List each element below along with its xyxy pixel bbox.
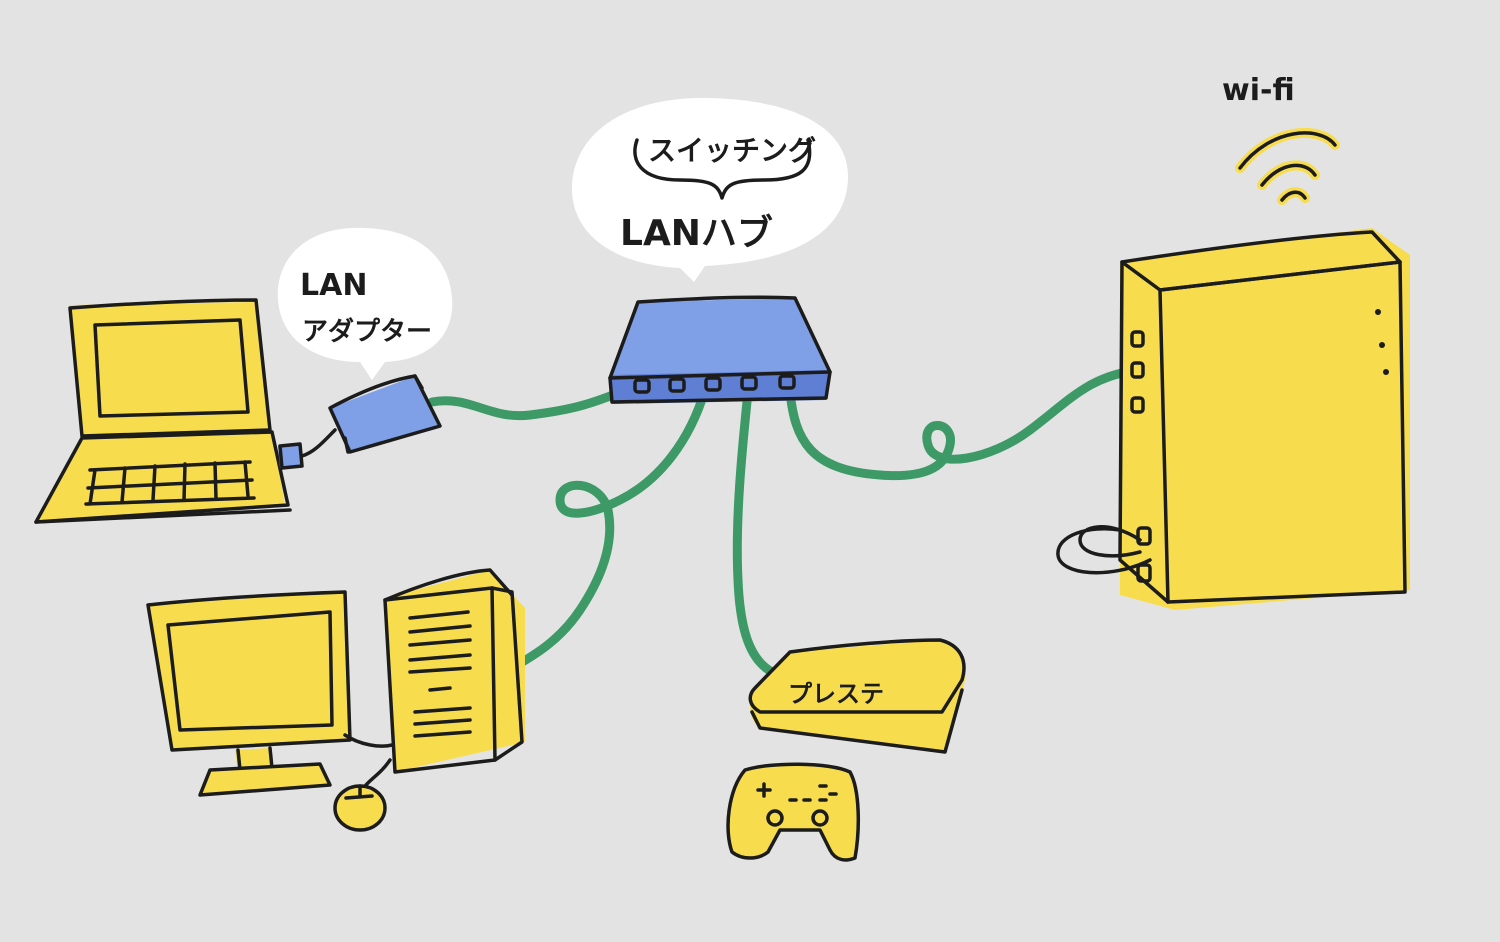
controller-outline (726, 762, 861, 862)
tower-button (428, 686, 452, 692)
wifi-router (1056, 228, 1410, 610)
monitor-screen (166, 610, 334, 732)
router-led-2 (1379, 342, 1385, 348)
hub-ports (633, 374, 796, 394)
laptop-base-outline (34, 430, 290, 524)
lan-adapter-outline (328, 374, 442, 454)
controller-left-stick (766, 809, 784, 827)
console-top-outline (748, 638, 966, 714)
laptop (34, 298, 337, 524)
laptop-lid-outline (68, 298, 272, 438)
lan-hub (608, 295, 832, 404)
router-led-1 (1375, 309, 1381, 315)
wifi-arc-inner (1280, 190, 1307, 202)
router-top-outline (1120, 230, 1402, 292)
laptop-base-edge (34, 508, 292, 524)
hub-top (610, 298, 830, 378)
adapter-speech-bubble: LAN アダプター (277, 227, 453, 380)
laptop-keyboard (84, 460, 256, 506)
playstation: プレステ (748, 638, 966, 754)
console-fill (750, 640, 966, 752)
router-fill (1120, 228, 1410, 610)
hub-bubble-shape (571, 97, 849, 282)
lan-hub-label: LANハブ (620, 212, 773, 254)
router-power-cable (1056, 525, 1152, 575)
tower-drive-slots (408, 610, 472, 738)
adapter-label-lan: LAN (300, 268, 367, 303)
controller-buttons (756, 782, 838, 802)
wifi-arc-middle (1260, 163, 1317, 187)
controller-right-stick (811, 809, 829, 827)
console-front-outline (750, 688, 964, 754)
monitor-outline (146, 590, 352, 752)
mouse (333, 758, 392, 832)
wifi-label: wi-fi (1222, 73, 1295, 108)
hub-top-outline (608, 295, 832, 380)
wifi-arc-outer (1238, 131, 1337, 170)
hub-front-outline (608, 370, 832, 404)
adapter-bubble-shape (277, 227, 453, 380)
mouse-buttons (344, 784, 374, 800)
controller-fill (728, 764, 859, 860)
monitor-cable (343, 733, 394, 748)
wifi-signal-icon (1235, 127, 1340, 205)
monitor-fill (148, 592, 350, 750)
lan-adapter (328, 374, 442, 454)
cable-hub-router (785, 365, 1145, 481)
router-front-outline (1158, 260, 1407, 604)
laptop-screen-outline (93, 318, 250, 418)
cable-hub-desktop (507, 385, 710, 673)
playstation-label: プレステ (788, 680, 884, 708)
usb-plug-outline (278, 428, 337, 470)
switching-label: スイッチング (648, 134, 816, 167)
tower-side-outline (490, 586, 524, 762)
monitor-stand (198, 762, 332, 797)
router-ports (1130, 330, 1152, 583)
switching-brace (633, 138, 812, 200)
game-controller (726, 762, 861, 862)
router-led-3 (1383, 369, 1389, 375)
cable-adapter-hub (427, 383, 635, 421)
desktop-tower (383, 568, 525, 774)
tower-fill (385, 570, 525, 772)
cables (427, 365, 1145, 677)
hub-speech-bubble: スイッチング LANハブ (571, 97, 849, 282)
cable-hub-playstation (732, 387, 777, 677)
adapter-label-adapter: アダプター (302, 316, 432, 347)
desktop-monitor (146, 590, 394, 797)
lan-adapter-edge (343, 374, 424, 454)
usb-plug (278, 444, 302, 468)
laptop-screen-fill (70, 302, 270, 435)
tower-top-outline (383, 568, 514, 602)
router-side-outline (1118, 260, 1170, 604)
